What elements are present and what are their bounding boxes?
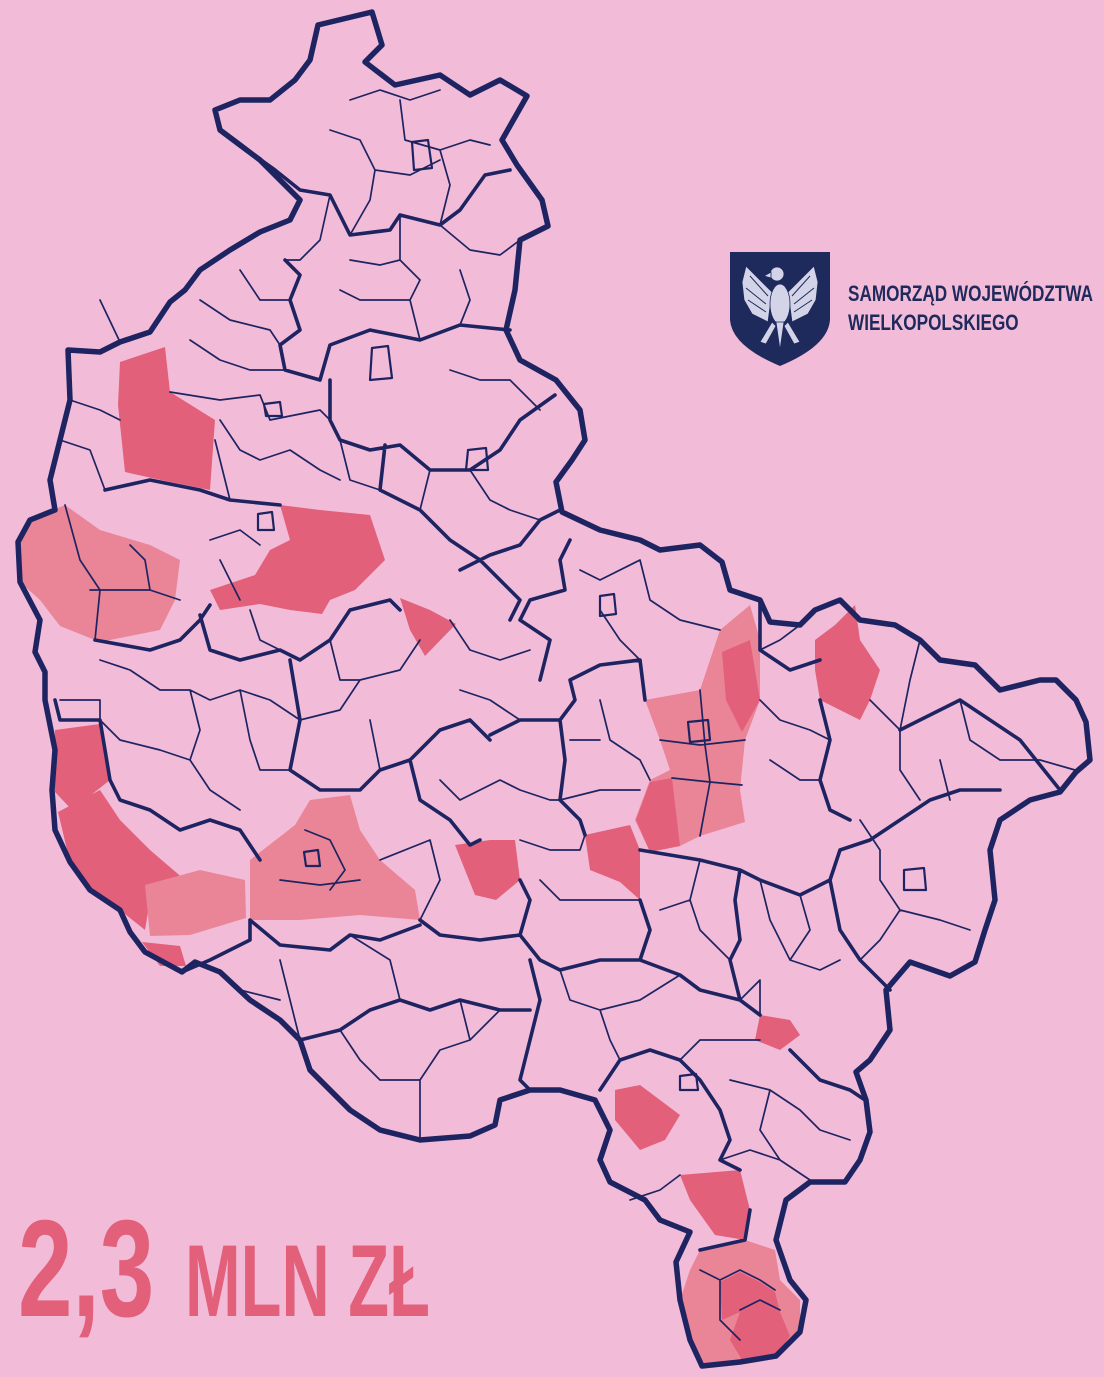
amount-value: 2,3 xyxy=(18,1192,155,1346)
highlighted-gmina xyxy=(680,1170,750,1240)
voivodeship-border xyxy=(15,9,1093,1369)
city-enclave xyxy=(902,866,928,892)
city-enclave xyxy=(256,510,276,532)
highlighted-gmina xyxy=(720,1272,780,1320)
city-enclave xyxy=(410,138,434,172)
highlighted-gmina xyxy=(815,605,880,720)
highlighted-gmina xyxy=(55,724,110,810)
city-enclave xyxy=(262,400,284,418)
highlighted-gmina xyxy=(400,598,456,656)
highlighted-gmina xyxy=(722,640,760,732)
city-enclave xyxy=(678,1072,700,1092)
voivodeship-territory xyxy=(18,12,1090,1366)
highlighted-gmina xyxy=(615,1085,680,1150)
city-enclave xyxy=(368,344,394,382)
highlighted-gmina xyxy=(755,1015,800,1050)
logo-title-line1: SAMORZĄD WOJEWÓDZTWA xyxy=(848,281,1093,306)
highlighted-gmina xyxy=(18,505,180,642)
municipality-boundaries xyxy=(59,89,1076,1341)
logo-title-line2: WIELKOPOLSKIEGO xyxy=(848,310,1019,335)
city-enclave xyxy=(598,592,618,618)
highlighted-gmina xyxy=(142,942,186,966)
county-boundaries xyxy=(53,143,1062,1252)
highlighted-gmina xyxy=(250,795,420,920)
amount-unit: MLN ZŁ xyxy=(185,1224,430,1338)
highlighted-gmina xyxy=(585,825,640,900)
highlighted-gmina xyxy=(210,505,385,614)
highlighted-gmina xyxy=(145,870,246,936)
highlighted-municipalities xyxy=(18,347,880,1366)
city-enclave xyxy=(464,446,490,472)
eagle-shield-icon xyxy=(730,252,830,366)
highlighted-gmina xyxy=(118,347,215,490)
city-enclaves xyxy=(256,138,928,1092)
highlighted-gmina xyxy=(455,840,520,900)
highlighted-gmina xyxy=(636,778,680,852)
city-enclave xyxy=(302,848,322,868)
city-enclave xyxy=(686,718,712,744)
highlighted-gmina xyxy=(730,1302,790,1360)
